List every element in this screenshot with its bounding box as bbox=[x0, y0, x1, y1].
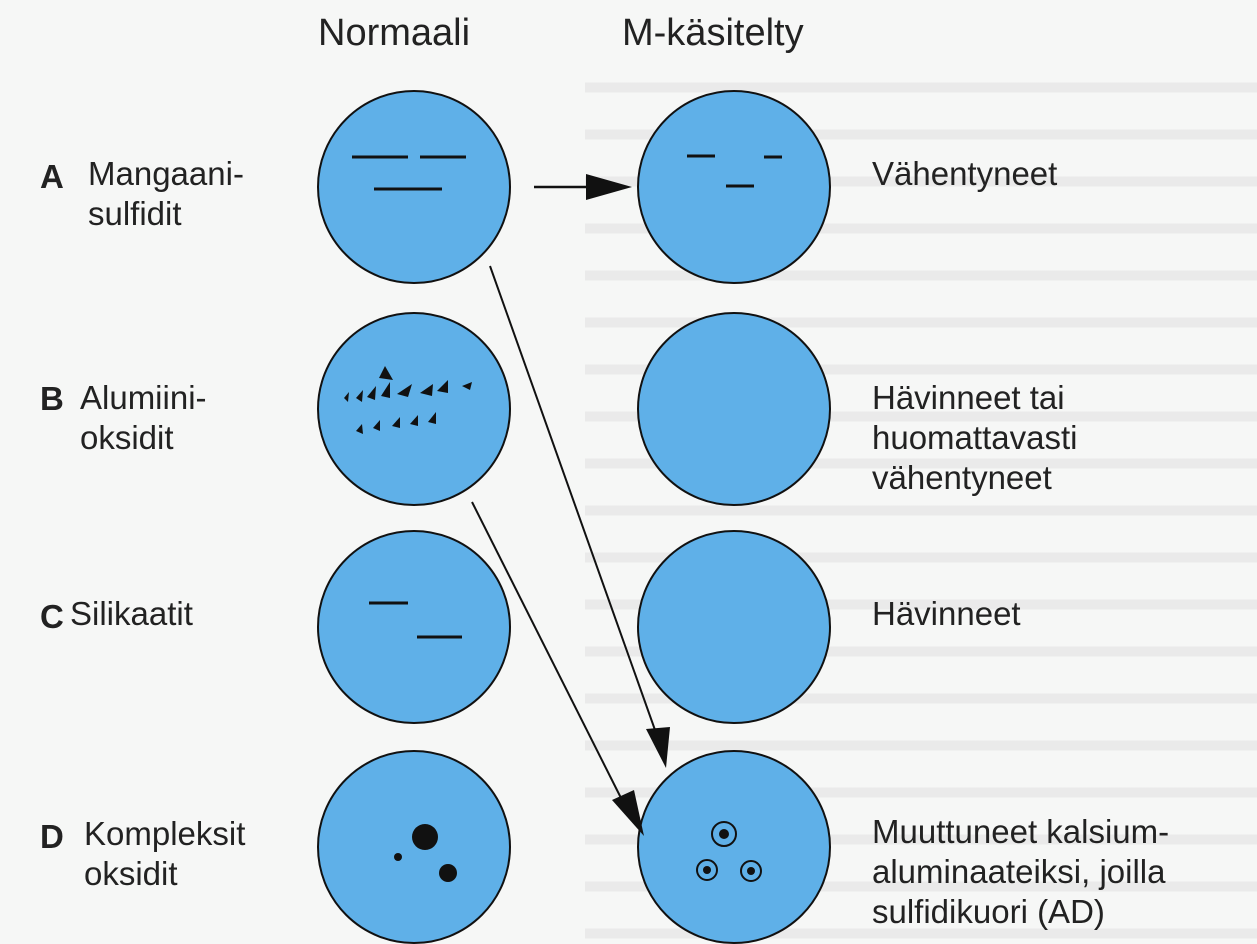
arrow-b-to-d-head bbox=[612, 790, 644, 836]
arrow-a-to-d-head bbox=[646, 727, 670, 768]
circle-d-normal bbox=[318, 751, 510, 943]
circle-b-normal bbox=[318, 313, 510, 505]
circle-d-treated bbox=[638, 751, 830, 943]
arrow-a-head bbox=[586, 174, 632, 200]
circle-b-treated bbox=[638, 313, 830, 505]
circle-c-treated bbox=[638, 531, 830, 723]
circle-c-normal bbox=[318, 531, 510, 723]
arrow-a-to-d-line bbox=[490, 266, 655, 730]
circle-a-normal bbox=[318, 91, 510, 283]
